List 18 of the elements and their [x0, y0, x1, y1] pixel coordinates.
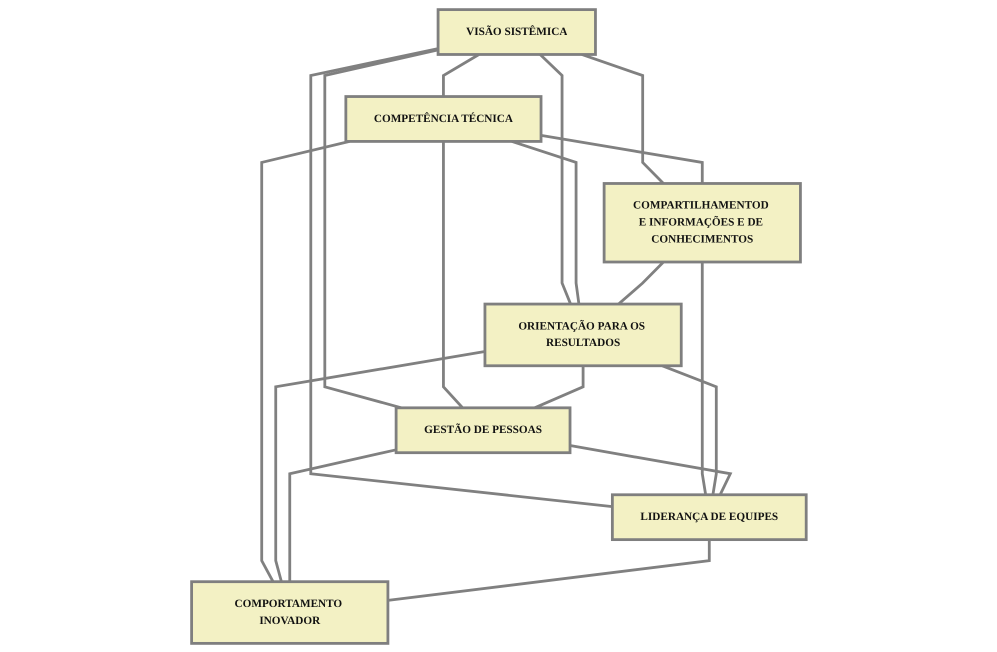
connector	[323, 48, 438, 409]
node-box: COMPETÊNCIA TÉCNICA	[344, 94, 542, 142]
connector	[387, 539, 710, 602]
connector	[540, 133, 704, 183]
node-box: GESTÃO DE PESSOAS	[394, 406, 572, 454]
node-box: COMPORTAMENTO INOVADOR	[190, 580, 389, 644]
connector	[442, 140, 464, 408]
node-box: ORIENTAÇÃO PARA OS RESULTADOS	[483, 302, 682, 367]
connector	[274, 350, 485, 582]
connector	[308, 46, 612, 508]
connector	[700, 262, 707, 494]
node-box: COMPARTILHAMENTOD E INFORMAÇÕES E DE CONHECIMENTOS	[602, 182, 802, 263]
node-box: VISÃO SISTÊMICA	[436, 8, 596, 56]
connector	[569, 444, 732, 495]
node-box: LIDERANÇA DE EQUIPES	[610, 492, 808, 541]
connector	[288, 448, 396, 582]
connector	[617, 260, 664, 305]
connector	[260, 140, 350, 582]
